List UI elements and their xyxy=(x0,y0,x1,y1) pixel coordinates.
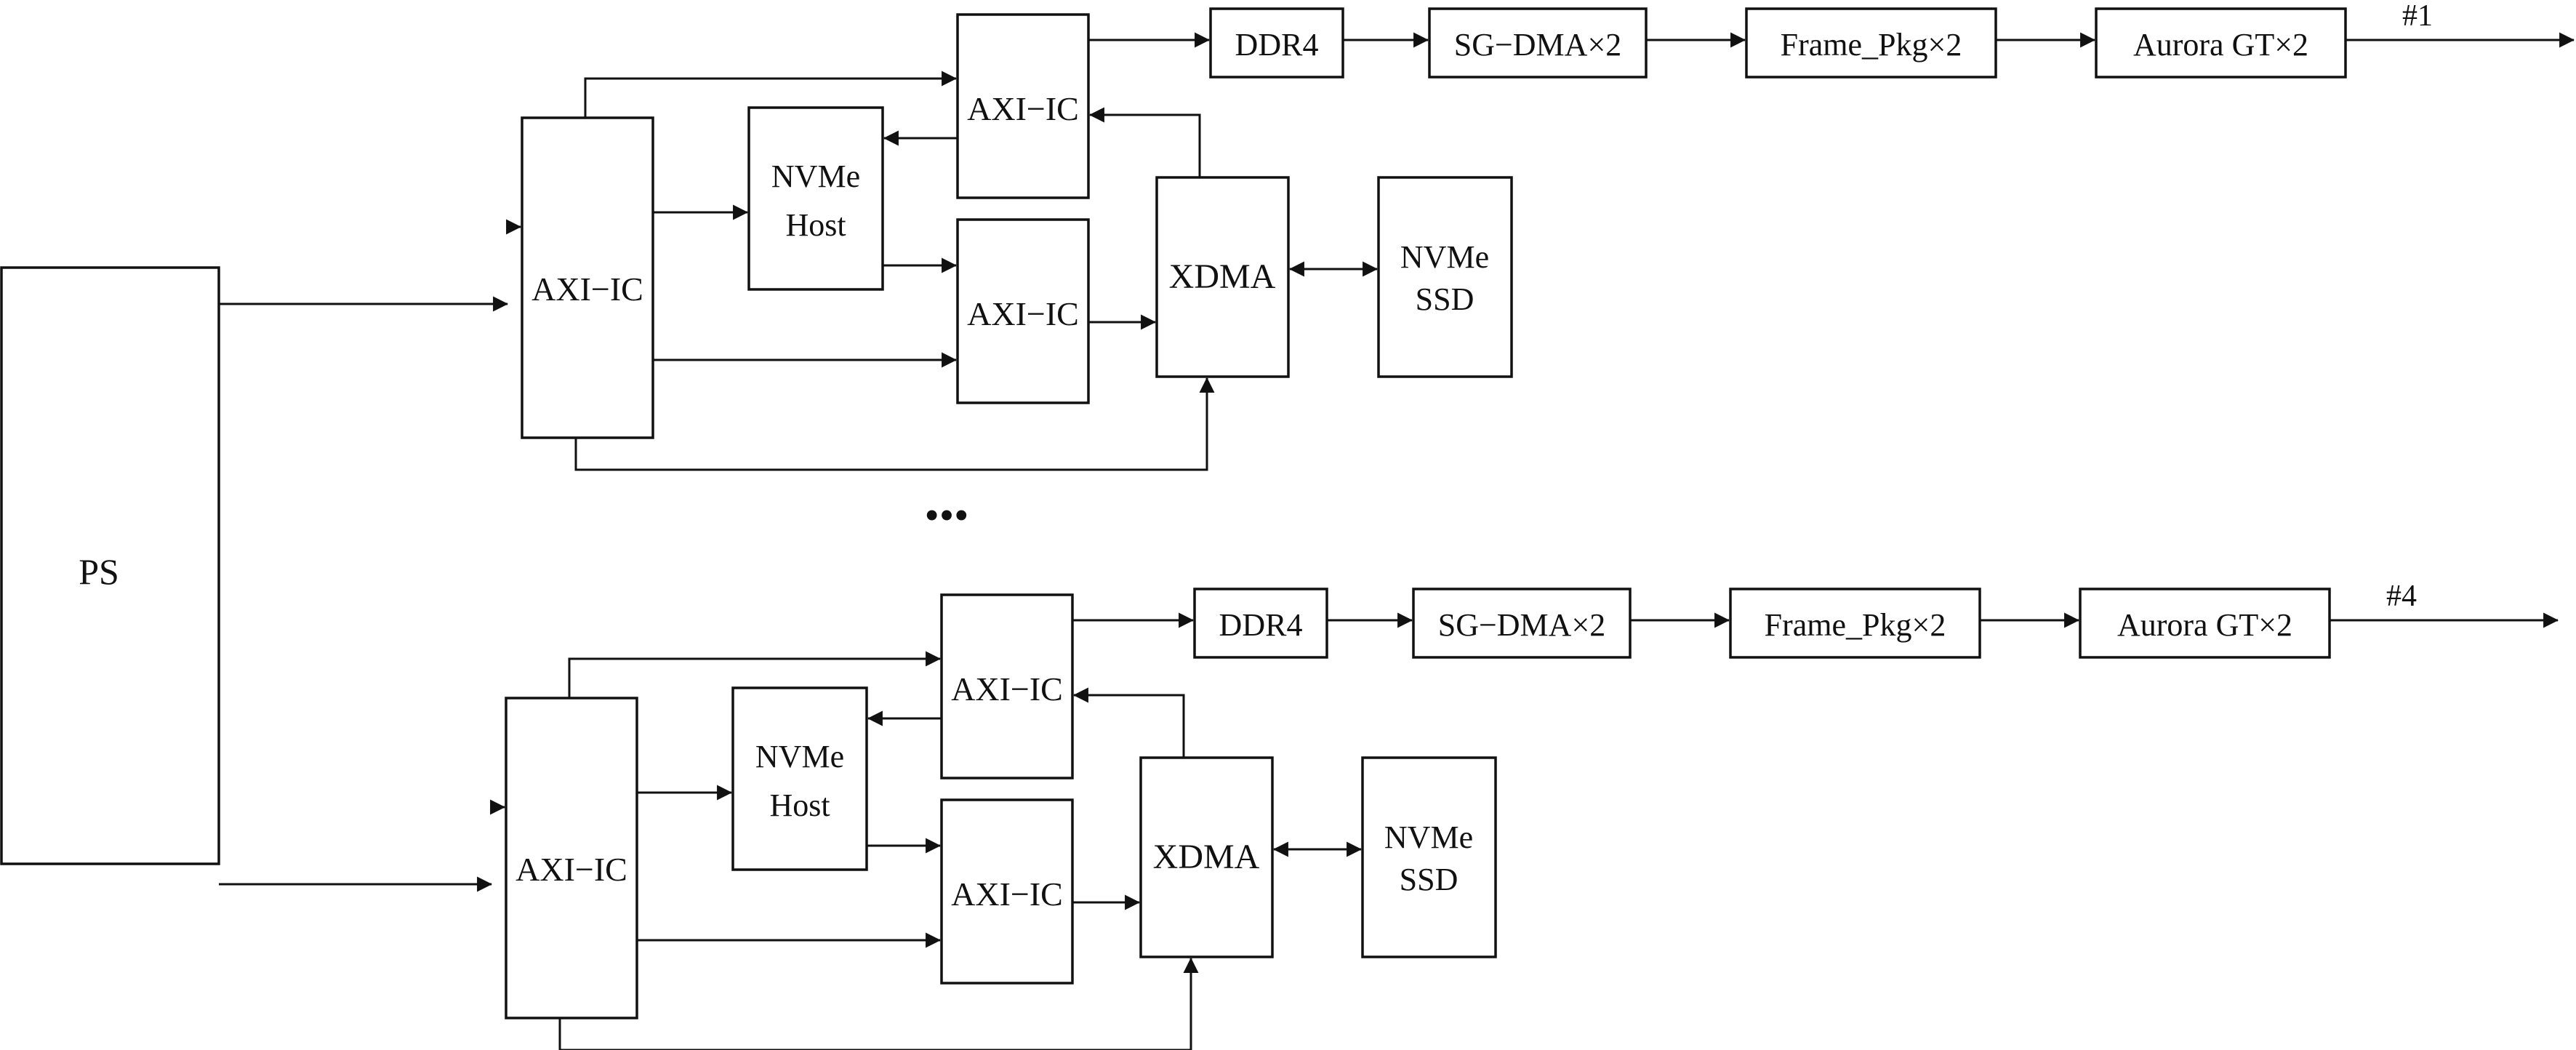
axi-main-to-xdma-arrow xyxy=(574,377,1215,471)
aurora-gt-label: Aurora GT×2 xyxy=(2117,607,2292,643)
axi-ic-lower-label: AXI−IC xyxy=(951,875,1063,913)
frame-pkg-label: Frame_Pkg×2 xyxy=(1765,607,1946,643)
frame-pkg-label: Frame_Pkg×2 xyxy=(1781,27,1962,63)
axi-ic-upper-block xyxy=(956,13,1090,199)
axi-ic-main-block xyxy=(521,116,654,439)
ps-label: PS xyxy=(79,551,119,592)
channel-ellipsis: ••• xyxy=(925,492,969,539)
xdma-label: XDMA xyxy=(1153,838,1260,876)
nvme-ssd-block xyxy=(1377,176,1513,378)
xdma-to-axi-upper-arrow xyxy=(1072,687,1185,758)
aurora-gt-block xyxy=(2079,588,2331,659)
frame-pkg-block xyxy=(1729,588,1981,659)
sg-dma-block xyxy=(1412,588,1632,659)
sg-dma-label: SG−DMA×2 xyxy=(1454,27,1622,63)
aurora-gt-block xyxy=(2095,7,2347,79)
nvme-ssd-label-line1: NVMe xyxy=(1400,239,1489,275)
channel-4: AXI−ICNVMeHostAXI−ICAXI−ICXDMANVMeSSDDDR… xyxy=(219,580,2559,1050)
axi-ic-upper-label: AXI−IC xyxy=(951,670,1063,708)
axi-main-to-xdma-arrow xyxy=(558,957,1199,1050)
xdma-block xyxy=(1139,756,1274,958)
ddr4-block xyxy=(1193,588,1328,659)
xdma-block xyxy=(1155,176,1290,378)
nvme-ssd-block xyxy=(1361,756,1497,958)
nvme-host-block xyxy=(747,106,884,291)
sg-dma-block xyxy=(1428,7,1648,79)
axi-ic-lower-block xyxy=(940,798,1074,985)
axi-ic-upper-label: AXI−IC xyxy=(967,90,1079,127)
axi-ic-lower-block xyxy=(956,218,1090,404)
channel-tag: #1 xyxy=(2402,0,2433,33)
axi-main-to-axi-upper-arrow xyxy=(568,651,942,698)
nvme-ssd-label-line2: SSD xyxy=(1416,281,1474,317)
ps-block: PS xyxy=(0,266,220,865)
sg-dma-label: SG−DMA×2 xyxy=(1438,607,1606,643)
ddr4-label: DDR4 xyxy=(1235,27,1319,63)
ddr4-block xyxy=(1209,7,1344,79)
aurora-gt-label: Aurora GT×2 xyxy=(2133,27,2308,63)
axi-ic-main-label: AXI−IC xyxy=(515,851,627,888)
axi-ic-lower-label: AXI−IC xyxy=(967,295,1079,332)
nvme-host-label-line1: NVMe xyxy=(755,739,844,774)
nvme-ssd-label-line2: SSD xyxy=(1400,862,1458,897)
frame-pkg-block xyxy=(1745,7,1997,79)
nvme-host-label-line2: Host xyxy=(785,207,846,243)
nvme-host-block xyxy=(731,686,868,871)
nvme-ssd-label-line1: NVMe xyxy=(1384,819,1473,855)
xdma-label: XDMA xyxy=(1169,257,1276,296)
nvme-host-label-line1: NVMe xyxy=(771,159,860,194)
ddr4-label: DDR4 xyxy=(1219,607,1303,643)
xdma-to-axi-upper-arrow xyxy=(1088,107,1201,177)
axi-main-to-axi-upper-arrow xyxy=(584,71,958,118)
channels-layer: AXI−ICNVMeHostAXI−ICAXI−ICXDMANVMeSSDDDR… xyxy=(219,0,2575,1050)
channel-1: AXI−ICNVMeHostAXI−ICAXI−ICXDMANVMeSSDDDR… xyxy=(219,0,2575,471)
axi-ic-main-label: AXI−IC xyxy=(531,270,643,308)
axi-ic-main-block xyxy=(505,697,638,1019)
nvme-host-label-line2: Host xyxy=(769,788,830,823)
axi-ic-upper-block xyxy=(940,593,1074,780)
channel-tag: #4 xyxy=(2386,580,2417,613)
